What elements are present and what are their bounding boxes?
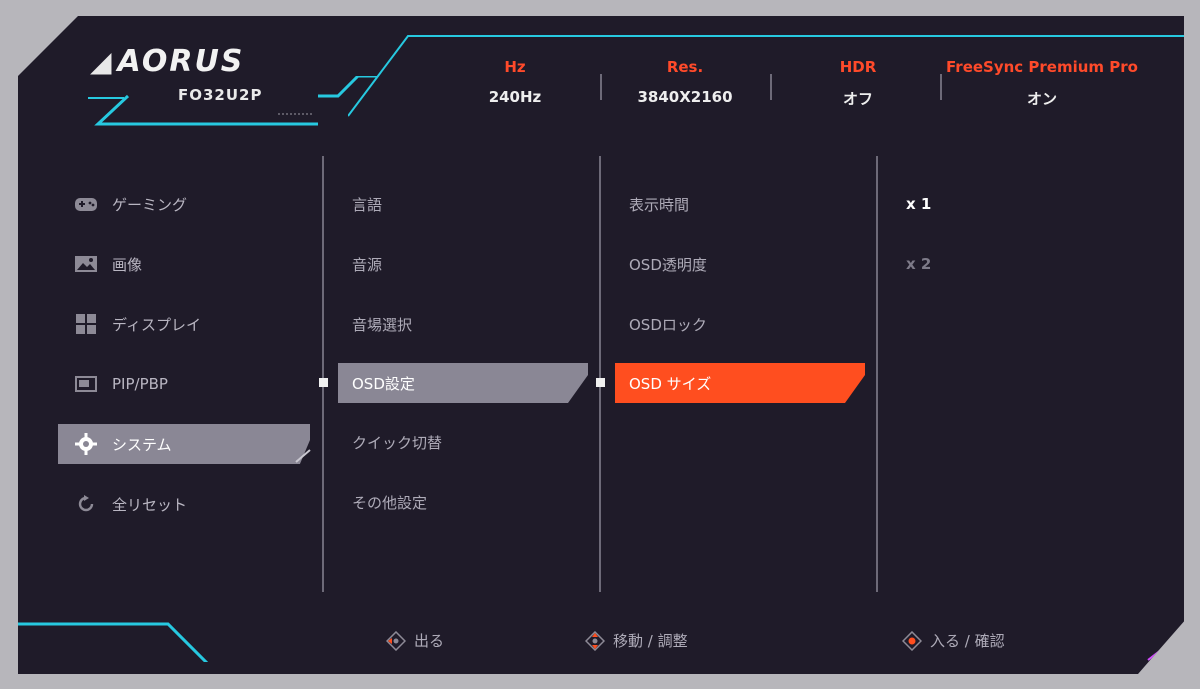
footer-exit-label: 出る bbox=[414, 632, 445, 650]
hz-value: 240Hz bbox=[488, 88, 542, 106]
footer-enter-label: 入る / 確認 bbox=[930, 632, 1005, 650]
reset-icon bbox=[74, 492, 98, 516]
model-name: FO32U2P bbox=[178, 86, 263, 104]
menu-item-osd-size[interactable]: OSD サイズ bbox=[615, 363, 865, 403]
osd-menu: ◢AORUS FO32U2P Hz 240Hz Res. 3840X2160 H… bbox=[18, 16, 1184, 674]
hdr-value: オフ bbox=[842, 90, 873, 108]
selection-marker bbox=[319, 378, 328, 387]
sidebar-item-picture[interactable]: 画像 bbox=[58, 244, 310, 284]
gamepad-icon bbox=[74, 192, 98, 216]
hdr-label: HDR bbox=[839, 58, 877, 76]
gear-icon bbox=[74, 432, 98, 456]
footer-move-label: 移動 / 調整 bbox=[613, 632, 688, 650]
option-x1[interactable]: x 1 bbox=[906, 195, 932, 213]
sidebar-item-reset[interactable]: 全リセット bbox=[58, 484, 310, 524]
menu-item-osd-lock[interactable]: OSDロック bbox=[629, 315, 707, 334]
sidebar-item-label: システム bbox=[112, 435, 172, 454]
menu-item-sound-field[interactable]: 音場選択 bbox=[352, 315, 413, 334]
dpad-left-icon bbox=[386, 630, 406, 651]
footer-exit: 出る bbox=[386, 630, 444, 651]
res-value: 3840X2160 bbox=[637, 88, 733, 106]
sidebar-item-label: ディスプレイ bbox=[112, 315, 201, 334]
menu-item-display-time[interactable]: 表示時間 bbox=[629, 195, 690, 214]
sidebar-item-label: 画像 bbox=[112, 255, 143, 274]
sidebar-item-pip-pbp[interactable]: PIP/PBP bbox=[58, 364, 310, 404]
menu-item-osd-transparency[interactable]: OSD透明度 bbox=[629, 255, 707, 274]
menu-item-osd-settings[interactable]: OSD設定 bbox=[338, 363, 588, 403]
menu-item-audio-source[interactable]: 音源 bbox=[352, 255, 383, 274]
selection-marker bbox=[596, 378, 605, 387]
column-divider bbox=[322, 156, 324, 592]
dpad-enter-icon bbox=[902, 630, 922, 651]
model-frame bbox=[88, 76, 378, 126]
hz-label: Hz bbox=[504, 58, 526, 76]
footer-move: 移動 / 調整 bbox=[585, 630, 688, 651]
sidebar-item-label: ゲーミング bbox=[112, 195, 188, 214]
grid-display-icon bbox=[74, 312, 98, 336]
selection-corner bbox=[294, 448, 312, 464]
sidebar-item-system[interactable]: システム bbox=[58, 424, 310, 464]
dpad-move-icon bbox=[585, 630, 605, 651]
sidebar-item-gaming[interactable]: ゲーミング bbox=[58, 184, 310, 224]
sidebar-item-label: 全リセット bbox=[112, 495, 188, 514]
brand-text: AORUS bbox=[117, 44, 245, 79]
menu-item-quick-switch[interactable]: クイック切替 bbox=[352, 433, 443, 452]
column-divider bbox=[876, 156, 878, 592]
aorus-logo: ◢AORUS bbox=[90, 44, 244, 79]
divider bbox=[770, 74, 772, 100]
freesync-label: FreeSync Premium Pro bbox=[946, 58, 1138, 76]
menu-item-language[interactable]: 言語 bbox=[352, 195, 383, 214]
picture-icon bbox=[74, 252, 98, 276]
sidebar-item-display[interactable]: ディスプレイ bbox=[58, 304, 310, 344]
header-frame bbox=[348, 35, 1184, 124]
pip-icon bbox=[74, 372, 98, 396]
column-divider bbox=[599, 156, 601, 592]
footer-enter: 入る / 確認 bbox=[902, 630, 1005, 651]
divider bbox=[940, 74, 942, 100]
sidebar-item-label: PIP/PBP bbox=[112, 375, 168, 393]
eagle-icon: ◢ bbox=[90, 45, 114, 78]
res-label: Res. bbox=[666, 58, 704, 76]
option-x2[interactable]: x 2 bbox=[906, 255, 932, 273]
divider bbox=[600, 74, 602, 100]
menu-item-other-settings[interactable]: その他設定 bbox=[352, 493, 428, 512]
freesync-value: オン bbox=[1026, 90, 1057, 108]
